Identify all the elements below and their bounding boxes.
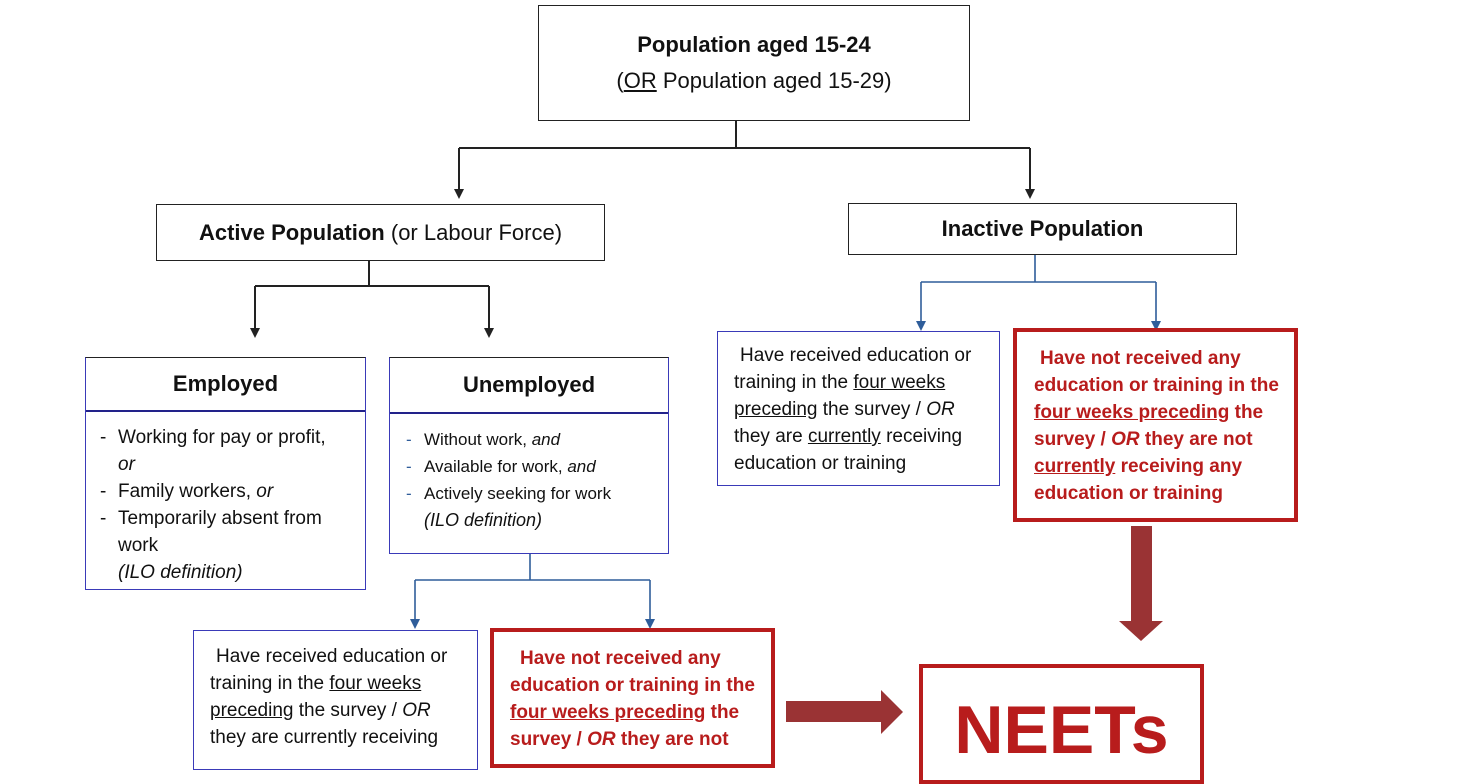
employed-item-family: - Family workers, or	[100, 481, 274, 502]
inactive-not-received-box: Have not received any education or train…	[1013, 328, 1298, 522]
unemployed-ilo-note: (ILO definition)	[424, 510, 543, 530]
population-subtitle: (OR Population aged 15-29)	[616, 68, 891, 94]
unemployed-received-text: Have received education or training in t…	[210, 646, 448, 748]
active-population-box: Active Population (or Labour Force)	[156, 204, 605, 261]
employed-title: Employed	[86, 358, 365, 412]
unemployed-split-connector	[410, 554, 655, 629]
inactive-population-box: Inactive Population	[848, 203, 1237, 255]
unemployed-box: Unemployed - Without work, and - Availab…	[389, 357, 669, 554]
employed-item-pay: - Working for pay or profit, or	[100, 427, 326, 475]
top-split-connector	[454, 121, 1035, 199]
neets-box: NEETs	[919, 664, 1204, 784]
unemployed-title: Unemployed	[390, 358, 668, 414]
inactive-split-connector	[916, 255, 1161, 331]
population-box: Population aged 15-24 (OR Population age…	[538, 5, 970, 121]
active-population-title: Active Population	[198, 219, 385, 245]
inactive-received-box: Have received education or training in t…	[717, 331, 1000, 486]
connector-lines	[250, 121, 1163, 734]
big-right-arrow	[786, 690, 903, 734]
employed-box: Employed - Working for pay or profit, or…	[85, 357, 366, 590]
employed-item-absent: - Temporarily absent from work (ILO defi…	[100, 508, 322, 583]
population-sub-or: OR	[623, 68, 657, 93]
inactive-not-received-text: Have not received any education or train…	[1034, 348, 1279, 504]
active-population-note: (or Labour Force)	[384, 219, 563, 245]
employed-criteria: - Working for pay or profit, or - Family…	[100, 424, 362, 586]
population-sub-rest: Population aged 15-29)	[656, 68, 892, 93]
employed-ilo-note: (ILO definition)	[118, 562, 243, 583]
unemployed-item-available: - Available for work, and	[406, 457, 596, 476]
unemployed-item-without-work: - Without work, and	[406, 430, 561, 449]
unemployed-not-received-box: Have not received any education or train…	[490, 628, 775, 768]
inactive-population-title: Inactive Population	[941, 216, 1144, 241]
neets-label: NEETs	[954, 692, 1169, 768]
population-sub-paren: (	[616, 68, 624, 93]
population-title: Population aged 15-24	[637, 32, 871, 57]
active-split-connector	[250, 261, 494, 338]
big-down-arrow	[1119, 526, 1163, 641]
unemployed-item-seeking: - Actively seeking for work (ILO definit…	[406, 484, 612, 530]
unemployed-received-box: Have received education or training in t…	[193, 630, 478, 770]
inactive-received-text: Have received education or training in t…	[734, 345, 972, 474]
unemployed-criteria: - Without work, and - Available for work…	[406, 426, 664, 534]
unemployed-not-received-text: Have not received any education or train…	[510, 648, 755, 750]
